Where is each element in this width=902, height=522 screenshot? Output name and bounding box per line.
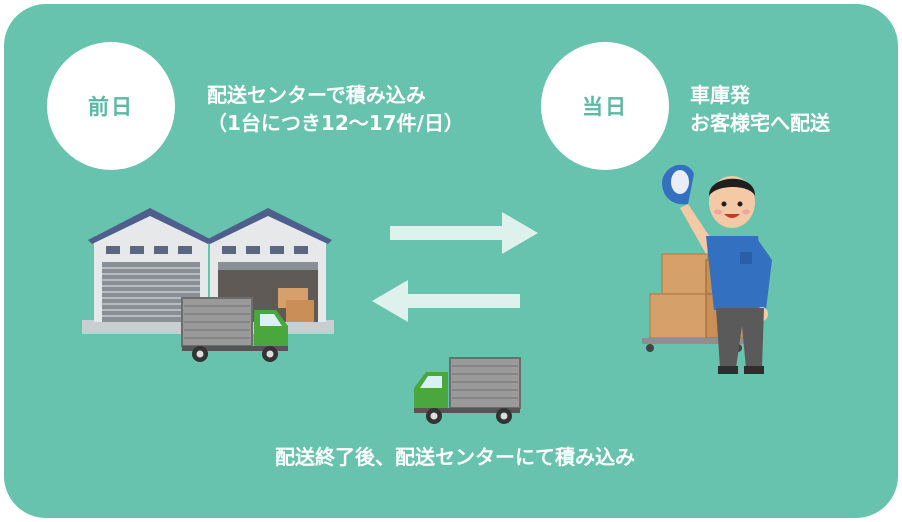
day-before-description: 配送センターで積み込み （1台につき12〜17件/日） xyxy=(207,81,464,137)
bottom-caption: 配送終了後、配送センターにて積み込み xyxy=(275,445,635,469)
same-day-label: 当日 xyxy=(582,95,628,119)
day-before-description-line2: （1台につき12〜17件/日） xyxy=(207,111,464,135)
arrow-right-icon xyxy=(390,212,538,254)
truck-icon xyxy=(414,357,521,424)
truck-icon xyxy=(181,297,288,362)
same-day-circle: 当日 xyxy=(541,42,669,170)
same-day-description-line2: お客様宅へ配送 xyxy=(690,111,830,135)
same-day-description-line1: 車庫発 xyxy=(690,83,750,107)
day-before-circle: 前日 xyxy=(47,42,175,170)
delivery-worker-icon xyxy=(662,164,772,374)
day-before-label: 前日 xyxy=(88,95,134,119)
same-day-description: 車庫発 お客様宅へ配送 xyxy=(690,81,830,137)
day-before-description-line1: 配送センターで積み込み xyxy=(207,83,426,107)
arrow-left-icon xyxy=(372,280,520,322)
